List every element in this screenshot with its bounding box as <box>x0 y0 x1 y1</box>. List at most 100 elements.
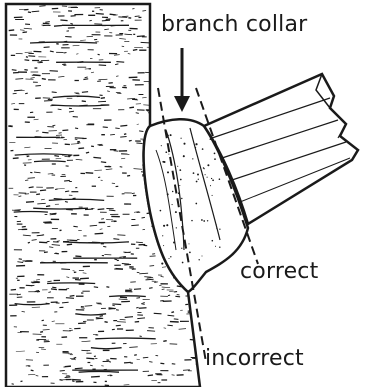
bark-stipple <box>82 92 88 93</box>
bark-stipple <box>110 14 116 15</box>
bark-stipple <box>75 368 83 369</box>
bark-ridge <box>79 372 119 373</box>
bark-stipple <box>118 17 127 18</box>
bark-stipple <box>86 173 94 174</box>
bark-stipple <box>26 202 34 203</box>
collar-stipple <box>205 174 206 175</box>
bark-stipple <box>163 341 166 342</box>
bark-stipple <box>27 156 30 157</box>
collar-stipple <box>196 181 198 183</box>
bark-stipple <box>163 48 167 49</box>
bark-stipple <box>143 357 148 358</box>
bark-stipple <box>42 79 46 80</box>
bark-stipple <box>111 221 115 222</box>
bark-stipple <box>19 259 22 260</box>
bark-stipple <box>120 319 126 320</box>
bark-stipple <box>146 279 154 280</box>
bark-stipple <box>142 217 145 218</box>
bark-stipple <box>162 289 165 290</box>
bark-stipple <box>39 6 45 7</box>
bark-stipple <box>76 94 80 95</box>
bark-stipple <box>129 107 134 108</box>
bark-stipple <box>133 50 137 51</box>
bark-stipple <box>69 330 73 331</box>
bark-stipple <box>124 134 126 135</box>
collar-stipple <box>188 243 189 244</box>
collar-stipple <box>177 166 178 167</box>
bark-stipple <box>116 62 124 63</box>
bark-stipple <box>91 376 100 377</box>
bark-stipple <box>66 210 73 211</box>
bark-stipple <box>175 296 180 297</box>
bark-stipple <box>148 375 153 376</box>
bark-stipple <box>54 156 59 157</box>
bark-stipple <box>131 225 139 226</box>
collar-stipple <box>214 158 216 160</box>
bark-stipple <box>114 259 117 260</box>
bark-stipple <box>25 180 28 181</box>
bark-stipple <box>195 10 198 11</box>
collar-stipple <box>162 235 163 236</box>
bark-stipple <box>66 289 69 290</box>
bark-stipple <box>12 384 14 385</box>
bark-stipple <box>60 20 67 21</box>
bark-stipple <box>136 298 140 299</box>
bark-stipple <box>72 380 81 381</box>
bark-stipple <box>120 125 127 126</box>
bark-stipple <box>25 93 28 94</box>
bark-stipple <box>19 196 22 197</box>
collar-stipple <box>198 259 199 260</box>
bark-stipple <box>31 285 35 286</box>
bark-stipple <box>149 288 153 289</box>
bark-stipple <box>36 194 40 195</box>
bark-stipple <box>139 273 148 274</box>
collar-stipple <box>195 147 196 148</box>
bark-stipple <box>96 14 104 15</box>
bark-stipple <box>24 70 27 71</box>
bark-stipple <box>69 240 77 241</box>
collar-stipple <box>215 246 216 247</box>
bark-stipple <box>165 90 171 91</box>
bark-stipple <box>105 322 108 323</box>
bark-stipple <box>45 22 50 23</box>
collar-stipple <box>195 143 197 145</box>
bark-stipple <box>139 131 143 132</box>
collar-stipple <box>211 178 212 179</box>
bark-stipple <box>75 280 81 281</box>
collar-stipple <box>191 220 192 221</box>
collar-stipple <box>212 195 213 196</box>
collar-stipple <box>195 203 197 205</box>
bark-stipple <box>60 371 65 372</box>
bark-stipple <box>136 143 142 144</box>
bark-stipple <box>74 358 77 359</box>
collar-stipple <box>163 245 164 246</box>
collar-stipple <box>201 255 202 256</box>
bark-stipple <box>191 46 196 47</box>
bark-stipple <box>174 319 179 320</box>
bark-stipple <box>64 180 70 181</box>
collar-stipple <box>168 154 169 155</box>
bark-stipple <box>13 93 17 94</box>
branch-collar-label: branch collar <box>161 14 307 36</box>
bark-stipple <box>62 130 68 131</box>
bark-stipple <box>78 148 84 149</box>
bark-stipple <box>28 56 35 57</box>
bark-stipple <box>97 144 102 145</box>
bark-stipple <box>191 101 200 102</box>
collar-pointer-arrow <box>174 48 190 112</box>
bark-stipple <box>141 304 144 305</box>
bark-stipple <box>103 246 106 247</box>
bark-stipple <box>115 128 119 129</box>
bark-stipple <box>54 26 62 27</box>
collar-stipple <box>172 204 173 205</box>
collar-stipple <box>212 240 214 242</box>
bark-stipple <box>106 287 109 288</box>
bark-stipple <box>94 287 98 288</box>
bark-stipple <box>59 133 62 134</box>
bark-stipple <box>15 79 23 80</box>
bark-stipple <box>62 64 65 65</box>
bark-stipple <box>116 76 118 77</box>
bark-stipple <box>62 302 69 303</box>
bark-stipple <box>58 109 62 110</box>
